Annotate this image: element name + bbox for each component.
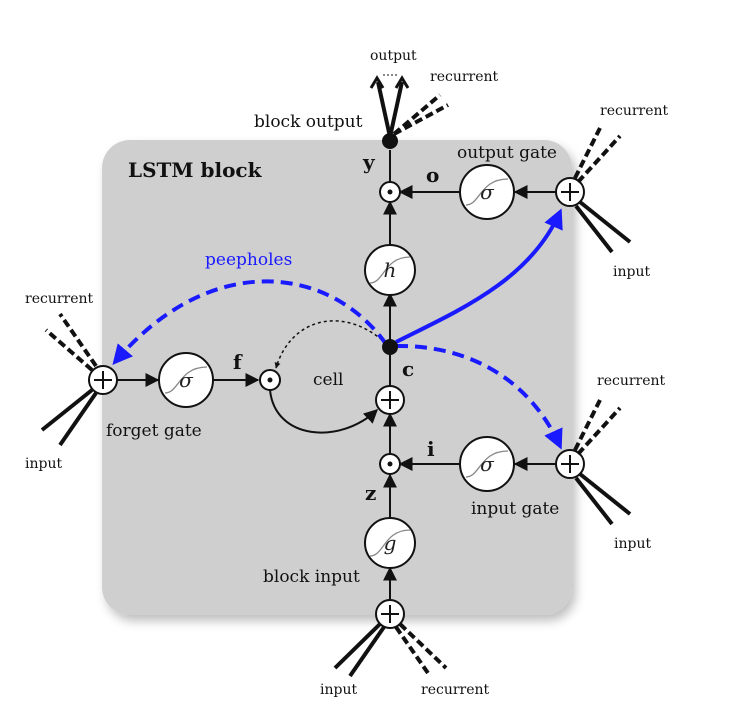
output-gate-external-inputs [573,127,632,254]
block-input-plus-icon [375,599,405,629]
io-output-top: output [370,48,417,64]
io-recurrent-bottom: recurrent [421,682,490,698]
output-gate-sigma-node: σ [459,164,515,220]
io-input-output-gate: input [613,264,650,280]
io-recurrent-input-gate: recurrent [597,373,666,389]
var-c: c [402,357,414,381]
edge-cell-loop [269,389,379,434]
peepholes [112,208,563,450]
peephole-to-input-gate [395,343,563,450]
io-recurrent-output-gate: recurrent [600,103,669,119]
io-input-input-gate: input [614,536,651,552]
io-recurrent-top: recurrent [430,69,499,85]
io-input-forget: input [25,456,62,472]
forget-product-icon [259,369,281,391]
edge-cell-feedback [274,320,383,369]
nodes: σ σ σ h g [88,133,585,629]
input-gate-plus-icon [555,449,585,479]
var-f: f [233,350,243,374]
block-input-label: block input [263,567,360,587]
peephole-to-output-gate [395,208,563,344]
h-label: h [384,258,397,282]
forget-gate-label: forget gate [106,421,202,441]
var-o: o [426,163,439,187]
h-activation-node: h [364,244,416,296]
peephole-to-forget-gate [112,279,388,366]
lstm-block-background [102,140,572,615]
var-i: i [427,437,435,461]
io-recurrent-forget: recurrent [25,291,94,307]
block-title: LSTM block [128,158,263,182]
connections [117,150,556,600]
output-product-icon [379,181,401,203]
forget-gate-sigma-node: σ [158,352,214,408]
cell-sum-plus-icon [375,385,405,415]
output-gate-plus-icon [555,177,585,207]
block-input-external-inputs [333,622,448,678]
output-gate-label: output gate [457,143,557,163]
block-output-node [382,133,398,149]
sigma-label: σ [179,368,194,392]
input-gate-sigma-node: σ [459,436,515,492]
forget-gate-plus-icon [88,365,118,395]
cell-state-node [382,339,398,355]
var-z: z [365,481,376,505]
cell-label: cell [313,370,343,390]
sigma-label: σ [480,452,495,476]
input-gate-label: input gate [471,499,559,519]
forget-gate-external-inputs [40,312,98,447]
input-gate-external-inputs [573,399,632,526]
sigma-label: σ [480,180,495,204]
input-product-icon [379,453,401,475]
top-output-arrows [369,74,449,138]
block-output-label: block output [254,112,363,132]
peepholes-label: peepholes [205,250,292,270]
g-activation-node: g [364,517,416,569]
var-y: y [362,150,376,174]
g-label: g [384,531,397,555]
io-input-bottom: input [320,682,357,698]
